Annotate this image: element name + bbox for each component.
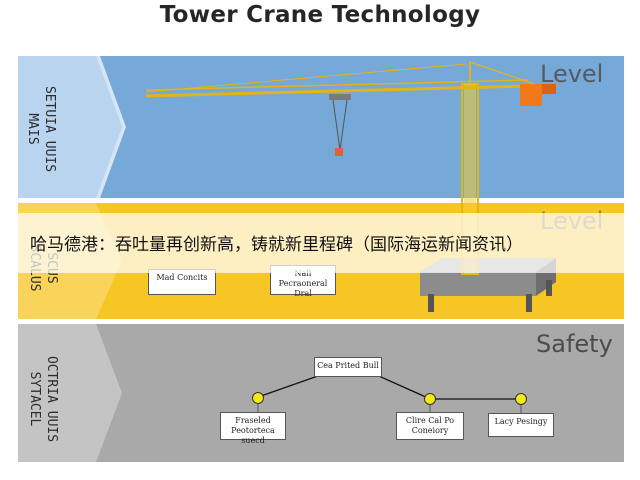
info-box: Clire Cal Po Coneiory bbox=[396, 412, 464, 440]
info-box: Fraseled Peotorteca suecd bbox=[220, 412, 286, 445]
info-box: Lacy Pesingy bbox=[488, 413, 554, 437]
chevron-panel bbox=[18, 56, 126, 198]
section-corner-word: Level bbox=[540, 60, 604, 88]
caption-text: 哈马德港：吞吐量再创新高，铸就新里程碑（国际海运新闻资讯） bbox=[30, 235, 523, 255]
node-dot bbox=[515, 393, 527, 405]
section-band-safety: OCTRIA UUIS SYTACEL Safety Cea Prited Bu… bbox=[18, 324, 624, 462]
hub-box: Cea Prited Bull bbox=[314, 357, 382, 377]
section-corner-word: Safety bbox=[536, 330, 613, 358]
node-dot bbox=[252, 392, 264, 404]
crane-hook bbox=[329, 94, 351, 156]
caption-overlay bbox=[0, 213, 640, 273]
node-dot bbox=[424, 393, 436, 405]
page-title: Tower Crane Technology bbox=[159, 2, 481, 28]
crane-jib bbox=[145, 61, 556, 106]
